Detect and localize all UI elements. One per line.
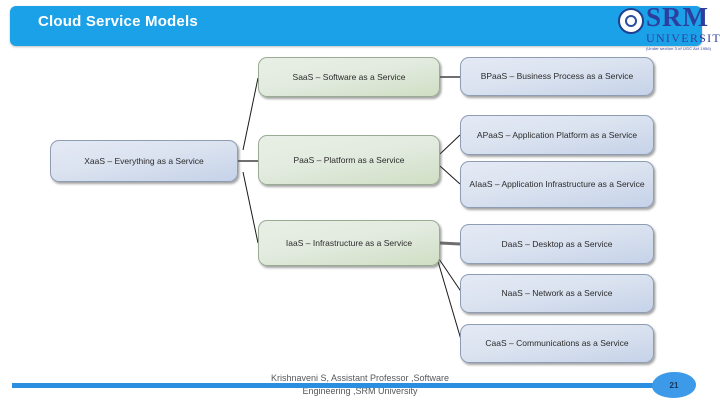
node-aiaas-label: AIaaS – Application Infrastructure as a …: [469, 179, 645, 189]
node-apaas[interactable]: APaaS – Application Platform as a Servic…: [460, 115, 654, 155]
node-naas-label: NaaS – Network as a Service: [501, 288, 613, 298]
footer-credit: Krishnaveni S, Assistant Professor ,Soft…: [0, 372, 720, 398]
node-bpaas-label: BPaaS – Business Process as a Service: [480, 71, 634, 81]
logo-brand-text: SRM: [646, 2, 709, 32]
node-naas[interactable]: NaaS – Network as a Service: [460, 274, 654, 313]
page-number-text: 21: [669, 380, 679, 390]
node-caas-label: CaaS – Communications as a Service: [485, 338, 629, 348]
srm-circular-emblem-icon: [618, 8, 644, 34]
footer-credit-line2: Engineering ,SRM University: [302, 386, 418, 396]
page-title: Cloud Service Models: [38, 13, 198, 30]
node-saas-label: SaaS – Software as a Service: [292, 71, 406, 82]
node-iaas[interactable]: IaaS – Infrastructure as a Service: [258, 220, 440, 266]
logo-fine-print: (Under section 3 of UGC Act 1956): [646, 46, 712, 51]
node-caas[interactable]: CaaS – Communications as a Service: [460, 324, 654, 363]
node-xaas-label: XaaS – Everything as a Service: [84, 155, 204, 166]
node-aiaas[interactable]: AIaaS – Application Infrastructure as a …: [460, 161, 654, 208]
node-paas[interactable]: PaaS – Platform as a Service: [258, 135, 440, 185]
node-saas[interactable]: SaaS – Software as a Service: [258, 57, 440, 97]
srm-logo: SRM UNIVERSITY (Under section 3 of UGC A…: [618, 2, 720, 60]
node-xaas[interactable]: XaaS – Everything as a Service: [50, 140, 238, 182]
node-daas-label: DaaS – Desktop as a Service: [501, 238, 613, 249]
node-paas-label: PaaS – Platform as a Service: [293, 154, 405, 165]
node-apaas-label: APaaS – Application Platform as a Servic…: [476, 129, 638, 140]
logo-subbrand-text: UNIVERSITY: [646, 31, 720, 45]
footer-credit-line1: Krishnaveni S, Assistant Professor ,Soft…: [270, 373, 450, 383]
node-bpaas[interactable]: BPaaS – Business Process as a Service: [460, 57, 654, 96]
node-iaas-label: IaaS – Infrastructure as a Service: [285, 237, 413, 248]
title-bar: [10, 6, 702, 46]
node-daas[interactable]: DaaS – Desktop as a Service: [460, 224, 654, 264]
footer-rule: [12, 383, 655, 388]
page-number-badge: 21: [652, 372, 696, 398]
